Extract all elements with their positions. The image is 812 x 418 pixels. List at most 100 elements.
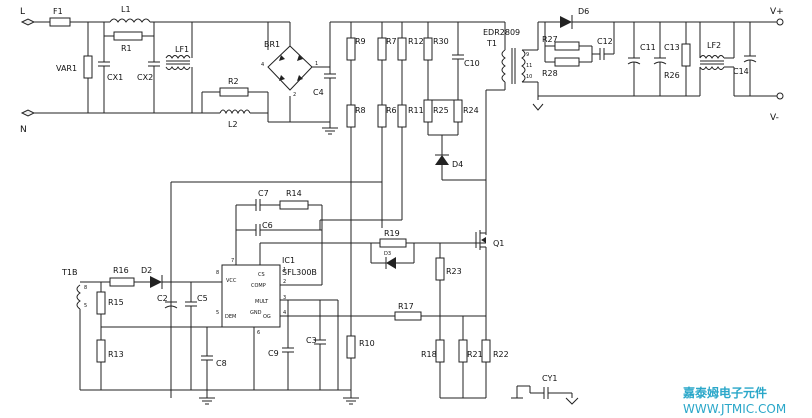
ic1-pin-vcc: VCC bbox=[226, 278, 237, 284]
y-capacitor-cy1-label: CY1 bbox=[542, 374, 557, 383]
ic1-type: SFL300B bbox=[282, 268, 317, 277]
bridge-pin-4: 4 bbox=[261, 62, 264, 68]
ground-symbol-control bbox=[199, 390, 215, 405]
resistor-r13-label: R13 bbox=[108, 350, 124, 359]
ic1-pin-og: OG bbox=[263, 314, 271, 320]
capacitor-c6-label: C6 bbox=[262, 221, 273, 230]
terminal-vplus-label: V+ bbox=[770, 7, 784, 17]
bridge-br1-label: BR1 bbox=[264, 40, 280, 49]
bridge-pin-1: 1 bbox=[315, 61, 318, 67]
choke-lf2-label: LF2 bbox=[707, 41, 721, 50]
resistor-r18: R18 bbox=[421, 339, 445, 363]
t1b-pin-5: 5 bbox=[84, 303, 87, 309]
capacitor-c14: C14 bbox=[733, 22, 757, 96]
capacitor-c11-label: C11 bbox=[640, 43, 656, 52]
inductor-l2-label: L2 bbox=[228, 120, 238, 129]
capacitor-cx2-label: CX2 bbox=[137, 73, 153, 82]
output-terminal-vminus: V- bbox=[770, 92, 784, 123]
capacitor-c5-label: C5 bbox=[197, 294, 208, 303]
t1-pin-10: 10 bbox=[526, 74, 532, 80]
capacitor-c4: C4 bbox=[313, 22, 336, 122]
diode-d6: D6 bbox=[560, 7, 780, 29]
capacitor-c8-label: C8 bbox=[216, 359, 227, 368]
resistor-r21: R21 bbox=[458, 316, 483, 398]
ic1-pin-gnd: GND bbox=[250, 310, 262, 316]
capacitor-c14-label: C14 bbox=[733, 67, 749, 76]
resistor-r12-label: R12 bbox=[408, 37, 424, 46]
resistor-r10-label: R10 bbox=[359, 339, 375, 348]
transformer-t1-type: EDR2809 bbox=[483, 28, 520, 37]
diode-d2-label: D2 bbox=[141, 266, 152, 275]
ic1-pin-1: 1 bbox=[283, 267, 286, 273]
resistor-r18-label: R18 bbox=[421, 350, 437, 359]
resistor-r14: R14 bbox=[279, 189, 322, 210]
capacitor-c9: C9 bbox=[268, 300, 294, 390]
capacitor-c13: C13 bbox=[653, 22, 680, 96]
resistor-r16: R16 bbox=[101, 266, 150, 287]
controller-ic1: VCC CS COMP MULT GND OG DEM 8 7 1 2 3 4 … bbox=[216, 256, 317, 336]
capacitor-c9-label: C9 bbox=[268, 349, 279, 358]
capacitor-c2-label: C2 bbox=[157, 294, 168, 303]
capacitor-c12: C12 bbox=[592, 22, 615, 60]
resistor-r14-label: R14 bbox=[286, 189, 302, 198]
common-mode-choke-lf2: LF2 bbox=[699, 22, 735, 96]
watermark: 嘉泰姆电子元件 WWW.JTMIC.COM bbox=[682, 385, 786, 416]
ic1-label: IC1 bbox=[282, 256, 295, 265]
resistor-r16-label: R16 bbox=[113, 266, 129, 275]
resistor-r7: R7 bbox=[377, 22, 397, 105]
input-terminal-n: N bbox=[20, 109, 88, 135]
capacitor-cx1: CX1 bbox=[98, 36, 123, 113]
resistor-r13: R13 bbox=[96, 339, 124, 390]
resistor-r19: R19 bbox=[351, 229, 407, 248]
diode-d3: D3 bbox=[370, 243, 415, 269]
bridge-pin-2: 2 bbox=[293, 92, 296, 98]
resistor-r25: R25 bbox=[423, 99, 449, 135]
t1-pin-9: 9 bbox=[526, 52, 529, 58]
inductor-l2: L2 bbox=[202, 109, 268, 129]
t1b-pin-8: 8 bbox=[84, 285, 87, 291]
resistor-r9: R9 bbox=[346, 22, 366, 105]
resistor-r15-label: R15 bbox=[108, 298, 124, 307]
capacitor-c10: C10 bbox=[452, 22, 480, 100]
resistor-r17: R17 bbox=[394, 302, 486, 321]
y-capacitor-cy1: CY1 bbox=[511, 374, 579, 405]
output-terminal-vplus: V+ bbox=[770, 7, 784, 26]
resistor-r30-label: R30 bbox=[433, 37, 449, 46]
resistor-r25-label: R25 bbox=[433, 106, 449, 115]
resistor-r11-label: R11 bbox=[408, 106, 424, 115]
resistor-r26-label: R26 bbox=[664, 71, 680, 80]
resistor-r11: R11 bbox=[397, 104, 424, 220]
ic1-pin-comp: COMP bbox=[251, 283, 266, 289]
diode-d4: D4 bbox=[435, 135, 486, 181]
watermark-line1: 嘉泰姆电子元件 bbox=[682, 385, 767, 400]
input-terminal-l: L bbox=[20, 7, 50, 26]
watermark-line2: WWW.JTMIC.COM bbox=[683, 402, 786, 416]
aux-winding-t1b: T1B 8 5 bbox=[61, 268, 101, 390]
resistor-r12: R12 bbox=[397, 22, 424, 105]
mosfet-q1-label: Q1 bbox=[493, 239, 504, 248]
ic1-pin-3: 3 bbox=[283, 295, 286, 301]
ic1-pin-7: 7 bbox=[231, 258, 234, 264]
capacitor-c12-label: C12 bbox=[597, 37, 613, 46]
ic1-pin-5: 5 bbox=[216, 310, 219, 316]
resistor-r30: R30 bbox=[423, 22, 449, 100]
ground-symbol-main bbox=[322, 122, 338, 135]
resistor-r10: R10 bbox=[346, 335, 375, 390]
resistor-r27-label: R27 bbox=[542, 35, 558, 44]
ic1-pin-2: 2 bbox=[283, 279, 286, 285]
diode-d6-label: D6 bbox=[578, 7, 589, 16]
resistor-r7-label: R7 bbox=[386, 37, 397, 46]
capacitor-c10-label: C10 bbox=[464, 59, 480, 68]
resistor-r17-label: R17 bbox=[398, 302, 414, 311]
ic1-pin-cs: CS bbox=[258, 272, 265, 278]
capacitor-c2: C2 bbox=[157, 282, 178, 327]
ground-symbol-source bbox=[343, 390, 359, 405]
resistor-r1: R1 bbox=[103, 22, 155, 53]
resistor-r26: R26 bbox=[664, 22, 691, 96]
resistor-r15: R15 bbox=[96, 282, 124, 340]
resistor-r27: R27 bbox=[542, 22, 592, 51]
capacitor-c7: C7 bbox=[236, 189, 280, 211]
diode-d2: D2 bbox=[141, 266, 222, 289]
capacitor-c8: C8 bbox=[201, 327, 227, 390]
transformer-t1-label: T1 bbox=[486, 39, 497, 48]
